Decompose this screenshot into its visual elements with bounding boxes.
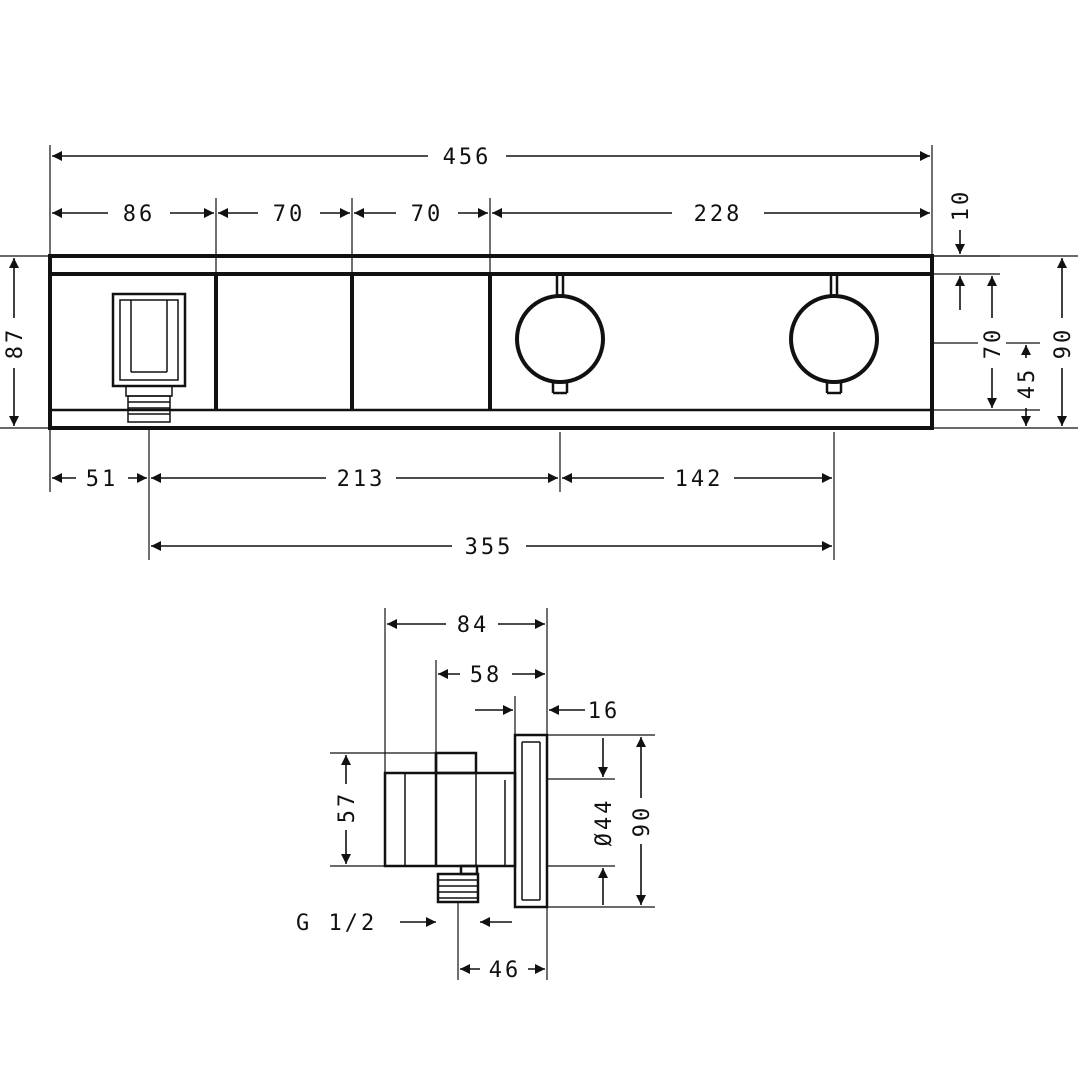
hose-holder xyxy=(111,292,187,423)
dim-57: 57 xyxy=(335,791,360,824)
dim-142: 142 xyxy=(675,467,724,492)
dim-46: 46 xyxy=(489,958,522,983)
dim-51: 51 xyxy=(86,467,119,492)
thread-label: G 1/2 xyxy=(296,911,377,936)
dim-45: 45 xyxy=(1015,367,1040,400)
side-view: 84 58 16 57 Ø44 90 G 1/2 46 xyxy=(296,608,655,983)
dim-diameter-44: Ø44 xyxy=(592,798,617,847)
thermostat-knob-left xyxy=(515,276,605,395)
dim-70-a: 70 xyxy=(273,202,306,227)
dim-87: 87 xyxy=(3,327,28,360)
dim-70-b: 70 xyxy=(411,202,444,227)
outlet-thread xyxy=(436,864,480,904)
dim-456: 456 xyxy=(443,145,492,170)
dim-16: 16 xyxy=(588,699,621,724)
dim-84: 84 xyxy=(457,613,490,638)
dim-86: 86 xyxy=(123,202,156,227)
dim-355: 355 xyxy=(465,535,514,560)
dim-228: 228 xyxy=(694,202,743,227)
dim-10: 10 xyxy=(949,189,974,222)
dim-90-right: 90 xyxy=(1051,327,1076,360)
dim-90-side: 90 xyxy=(630,805,655,838)
thermostat-knob-right xyxy=(789,276,879,395)
panel-outline xyxy=(48,254,934,430)
dim-58: 58 xyxy=(470,663,503,688)
dim-70-right: 70 xyxy=(981,327,1006,360)
dim-213: 213 xyxy=(337,467,386,492)
front-plate xyxy=(513,733,549,909)
front-view: 456 86 70 70 228 10 87 70 xyxy=(0,142,1078,560)
